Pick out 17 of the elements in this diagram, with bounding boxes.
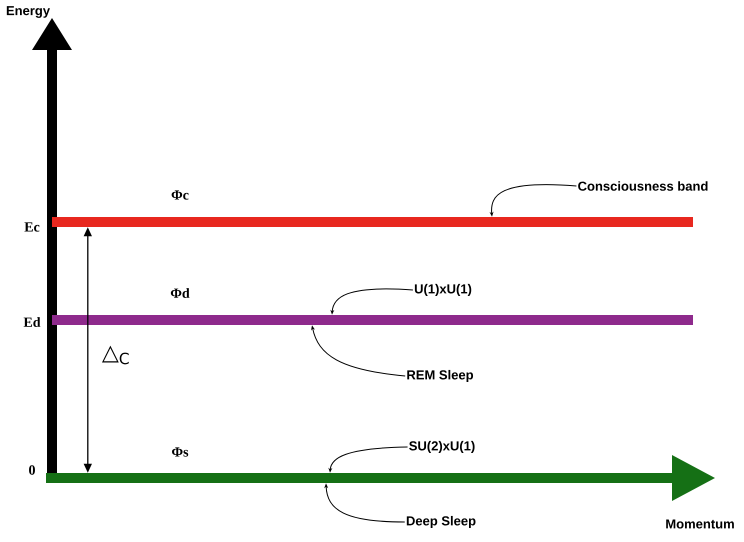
phase-label: Φd xyxy=(170,288,190,298)
phase-label: Φc xyxy=(172,190,189,200)
annotation-text: REM Sleep xyxy=(407,370,474,382)
annotation-text: Consciousness band xyxy=(578,181,708,191)
annotation-text: SU(2)xU(1) xyxy=(409,440,475,454)
energy-band xyxy=(52,315,693,325)
axis-label: Energy xyxy=(6,6,50,18)
level-label: Ed xyxy=(24,317,40,327)
annotation-text: U(1)xU(1) xyxy=(414,284,472,296)
momentum-axis xyxy=(46,455,715,501)
level-label: Ec xyxy=(24,222,40,232)
phase-label: Φs xyxy=(172,447,188,457)
gap-label: △$_{C}$ xyxy=(102,346,129,364)
energy-band xyxy=(52,217,693,227)
annotation-text: Deep Sleep xyxy=(406,516,476,528)
axis-label: Momentum xyxy=(666,519,734,529)
level-label: 0 xyxy=(29,465,35,475)
